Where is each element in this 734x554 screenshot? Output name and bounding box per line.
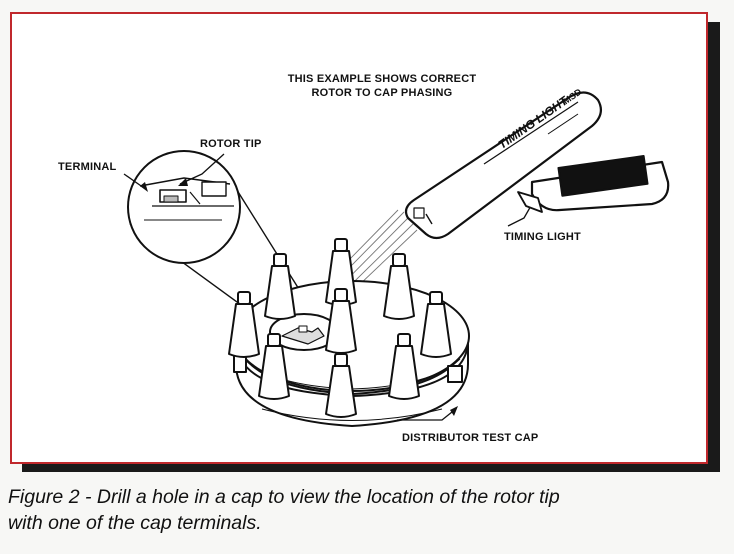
label-rotor-tip: ROTOR TIP (200, 138, 262, 150)
headline-line-2: ROTOR TO CAP PHASING (311, 87, 453, 99)
label-terminal: TERMINAL (58, 161, 117, 173)
label-timing-light: TIMING LIGHT (504, 231, 581, 243)
distributor-cap-illustration: TIMING LIGHT MSD (123, 86, 670, 427)
magnified-inset (127, 150, 241, 264)
caption-line-1: Figure 2 - Drill a hole in a cap to view… (8, 486, 560, 508)
timing-light-gun (404, 91, 670, 240)
figure-caption: Figure 2 - Drill a hole in a cap to view… (8, 484, 728, 536)
caption-line-2: with one of the cap terminals. (8, 512, 262, 534)
figure-headline: THIS EXAMPLE SHOWS CORRECT ROTOR TO CAP … (282, 72, 482, 100)
label-distributor-cap: DISTRIBUTOR TEST CAP (402, 432, 539, 444)
headline-line-1: THIS EXAMPLE SHOWS CORRECT (287, 73, 477, 85)
inspection-hole (269, 313, 339, 351)
cap-towers (228, 238, 452, 418)
figure-frame: TIMING LIGHT MSD THIS EXAMPLE SHOWS CORR… (10, 12, 708, 464)
